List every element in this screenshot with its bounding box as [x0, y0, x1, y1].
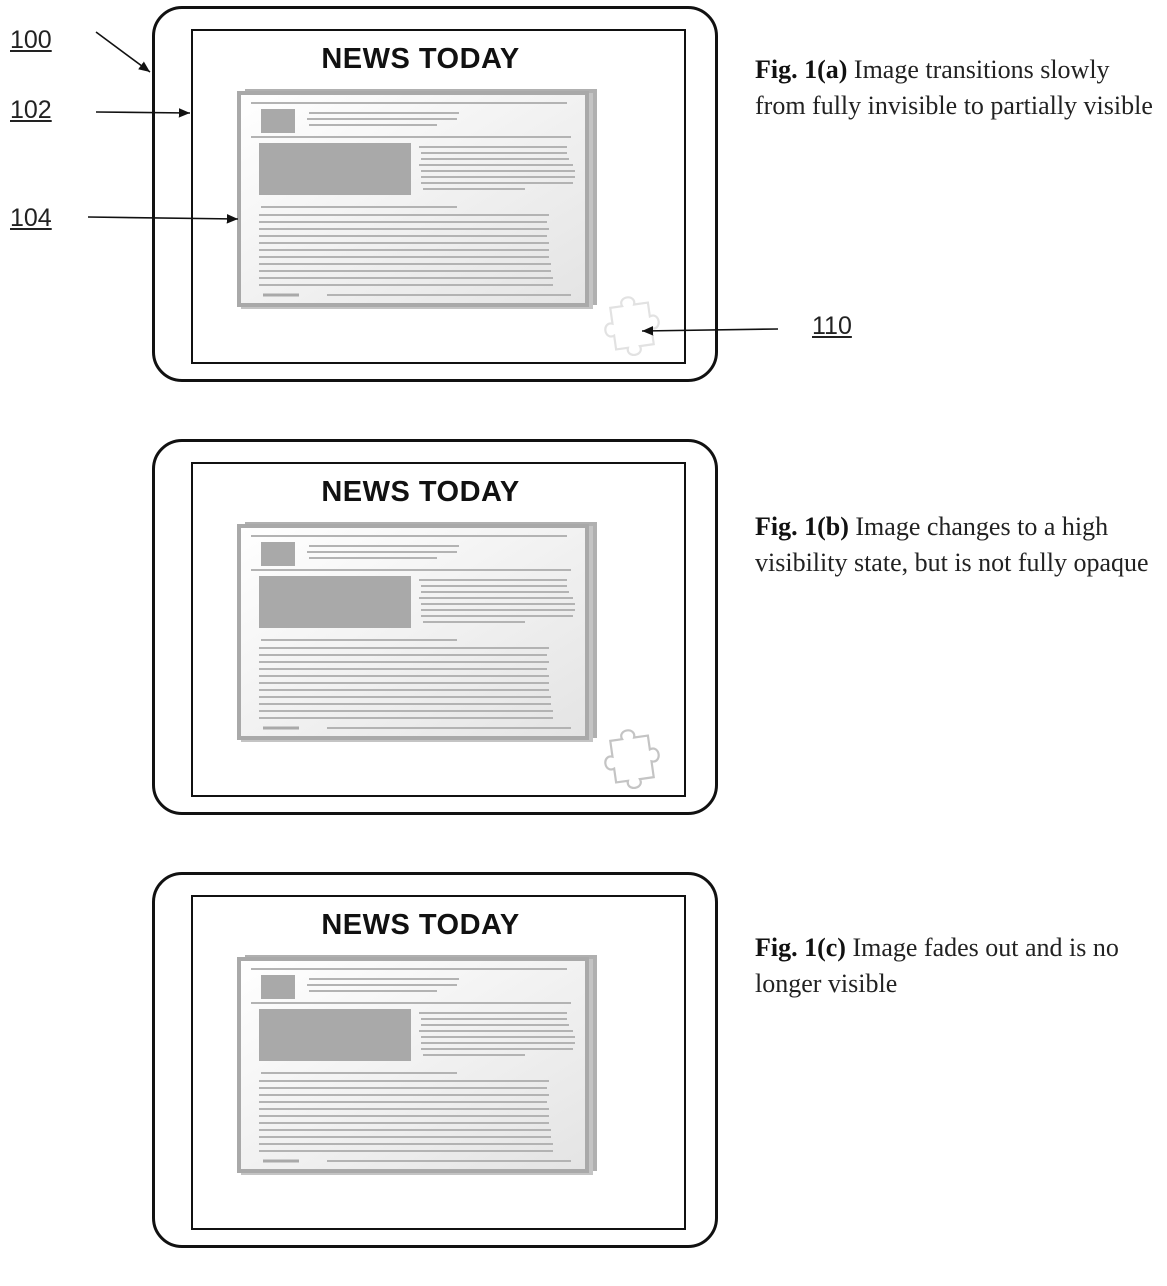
ref-label-screen: 102	[10, 96, 52, 124]
news-headline: NEWS TODAY	[321, 909, 520, 941]
caption-text: Image fades out and is no longer visible	[755, 933, 1119, 998]
tablet-device: NEWS TODAY	[152, 872, 718, 1248]
leader-line-overlay	[641, 326, 779, 336]
caption-label: Fig. 1(c)	[755, 933, 846, 962]
leader-line-article	[87, 214, 239, 224]
figure-caption: Fig. 1(a) Image transitions slowly from …	[755, 52, 1160, 124]
puzzle-piece-icon	[604, 729, 660, 790]
figure-1a: NEWS TODAY Fig. 1(a) Image transitions s…	[0, 0, 1167, 420]
caption-label: Fig. 1(b)	[755, 512, 849, 541]
leader-line-device	[95, 31, 151, 73]
tablet-device: NEWS TODAY	[152, 439, 718, 815]
news-article-image	[237, 955, 597, 1175]
tablet-device: NEWS TODAY	[152, 6, 718, 382]
puzzle-piece-icon	[604, 296, 660, 357]
figure-caption: Fig. 1(b) Image changes to a high visibi…	[755, 509, 1160, 581]
caption-label: Fig. 1(a)	[755, 55, 848, 84]
tablet-screen: NEWS TODAY	[191, 895, 686, 1230]
ref-label-device: 100	[10, 26, 52, 54]
leader-line-screen	[95, 108, 191, 118]
figure-1b: NEWS TODAY Fig. 1(b) Image changes to a …	[0, 433, 1167, 853]
caption-text: Image transitions slowly from fully invi…	[755, 55, 1153, 120]
news-headline: NEWS TODAY	[321, 476, 520, 508]
news-article-image	[237, 89, 597, 309]
news-article-image	[237, 522, 597, 742]
leader-lines	[87, 31, 779, 336]
ref-label-overlay: 110	[812, 312, 852, 340]
news-headline: NEWS TODAY	[321, 43, 520, 75]
figure-caption: Fig. 1(c) Image fades out and is no long…	[755, 930, 1160, 1002]
ref-label-article: 104	[10, 204, 52, 232]
tablet-screen: NEWS TODAY	[191, 29, 686, 364]
tablet-screen: NEWS TODAY	[191, 462, 686, 797]
caption-text: Image changes to a high visibility state…	[755, 512, 1149, 577]
figure-1c: NEWS TODAY Fig. 1(c) Image fades out and…	[0, 866, 1167, 1286]
